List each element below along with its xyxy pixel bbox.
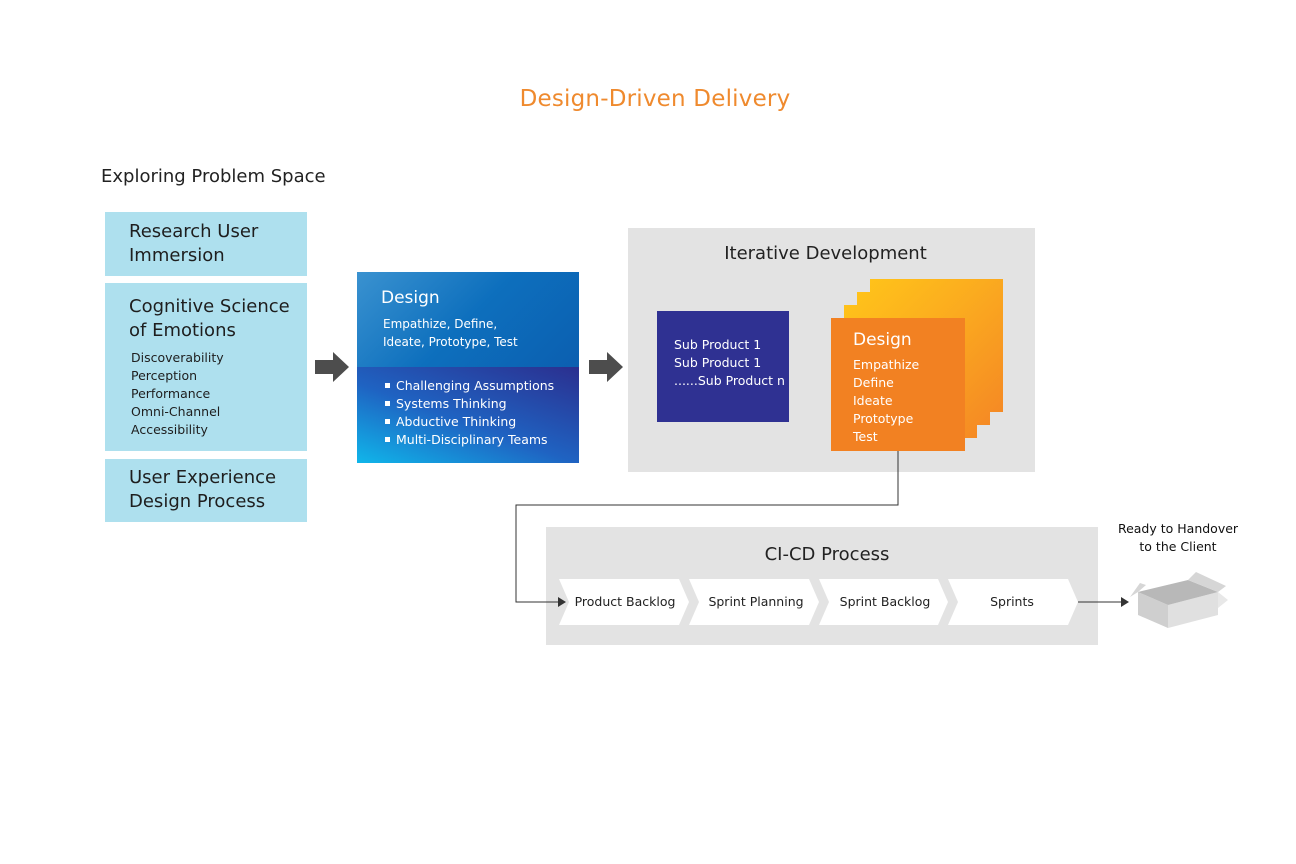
bullet-text: Challenging Assumptions: [396, 378, 555, 393]
list-item: Empathize: [853, 357, 920, 372]
box-head-line: User Experience: [129, 467, 277, 488]
handover-arrowhead-icon: [1121, 597, 1129, 607]
design-box: Design Empathize, Define, Ideate, Protot…: [357, 272, 579, 463]
design-desc-line: Ideate, Prototype, Test: [383, 335, 518, 349]
list-item: Performance: [131, 386, 211, 401]
list-item: Test: [853, 429, 878, 444]
list-item: Define: [853, 375, 894, 390]
sub-product-line: Sub Product 1: [674, 337, 762, 352]
box-head-line: Research User: [129, 221, 259, 242]
sub-products-box: Sub Product 1 Sub Product 1 ......Sub Pr…: [657, 311, 789, 422]
box-head-line: Design Process: [129, 491, 266, 512]
design-card: Design Empathize Define Ideate Prototype…: [831, 318, 965, 451]
sub-product-line: ......Sub Product n: [674, 373, 785, 388]
bullet-text: Abductive Thinking: [396, 414, 517, 429]
bullet-icon: [385, 401, 390, 406]
design-title: Design: [381, 288, 440, 308]
list-item: Omni-Channel: [131, 404, 221, 419]
step-sprints: Sprints: [990, 594, 1034, 609]
chevron-product-backlog: [559, 579, 689, 625]
arrow-right-icon: [589, 352, 623, 382]
research-user-immersion-box: Research User Immersion: [105, 212, 307, 276]
list-item: Ideate: [853, 393, 893, 408]
chevron-sprints: [948, 579, 1078, 625]
open-box-icon: [1130, 572, 1228, 628]
chevron-sprint-planning: [689, 579, 819, 625]
step-sprint-planning: Sprint Planning: [708, 594, 804, 609]
bullet-icon: [385, 419, 390, 424]
list-item: Challenging Assumptions: [385, 377, 554, 395]
chevron-sprint-backlog: [819, 579, 948, 625]
list-item: Discoverability: [131, 350, 224, 365]
list-item: Perception: [131, 368, 198, 383]
diagram-title: Design-Driven Delivery: [519, 86, 791, 112]
problem-space-heading: Exploring Problem Space: [101, 166, 326, 187]
handover-label: Ready to Handover to the Client: [1108, 520, 1248, 556]
design-desc-line: Empathize, Define,: [383, 317, 498, 331]
list-item: Multi-Disciplinary Teams: [385, 431, 554, 449]
sub-product-line: Sub Product 1: [674, 355, 762, 370]
handover-line: to the Client: [1139, 539, 1217, 554]
list-item: Accessibility: [131, 422, 208, 437]
list-item: Prototype: [853, 411, 914, 426]
arrow-right-icon: [315, 352, 349, 382]
list-item: Abductive Thinking: [385, 413, 554, 431]
handover-line: Ready to Handover: [1117, 521, 1239, 536]
cognitive-science-box: Cognitive Science of Emotions Discoverab…: [105, 283, 307, 451]
design-box-header: Design Empathize, Define, Ideate, Protot…: [357, 272, 579, 367]
cicd-title: CI-CD Process: [764, 544, 890, 565]
step-sprint-backlog: Sprint Backlog: [839, 594, 931, 609]
design-box-bullets: Challenging Assumptions Systems Thinking…: [357, 367, 579, 463]
list-item: Systems Thinking: [385, 395, 554, 413]
cognitive-science-list: Discoverability Perception Performance O…: [129, 349, 290, 439]
iterative-development-title: Iterative Development: [724, 243, 927, 264]
box-head-line: of Emotions: [129, 320, 236, 341]
bullet-text: Multi-Disciplinary Teams: [396, 432, 548, 447]
bullet-icon: [385, 437, 390, 442]
ux-design-process-box: User Experience Design Process: [105, 459, 307, 522]
bullet-icon: [385, 383, 390, 388]
box-head-line: Immersion: [129, 245, 225, 266]
design-card-title: Design: [853, 330, 912, 350]
connector-arrowhead-icon: [558, 597, 566, 607]
box-head-line: Cognitive Science: [129, 296, 290, 317]
connector-line: [515, 451, 899, 603]
bullet-text: Systems Thinking: [396, 396, 507, 411]
step-product-backlog: Product Backlog: [574, 594, 676, 609]
